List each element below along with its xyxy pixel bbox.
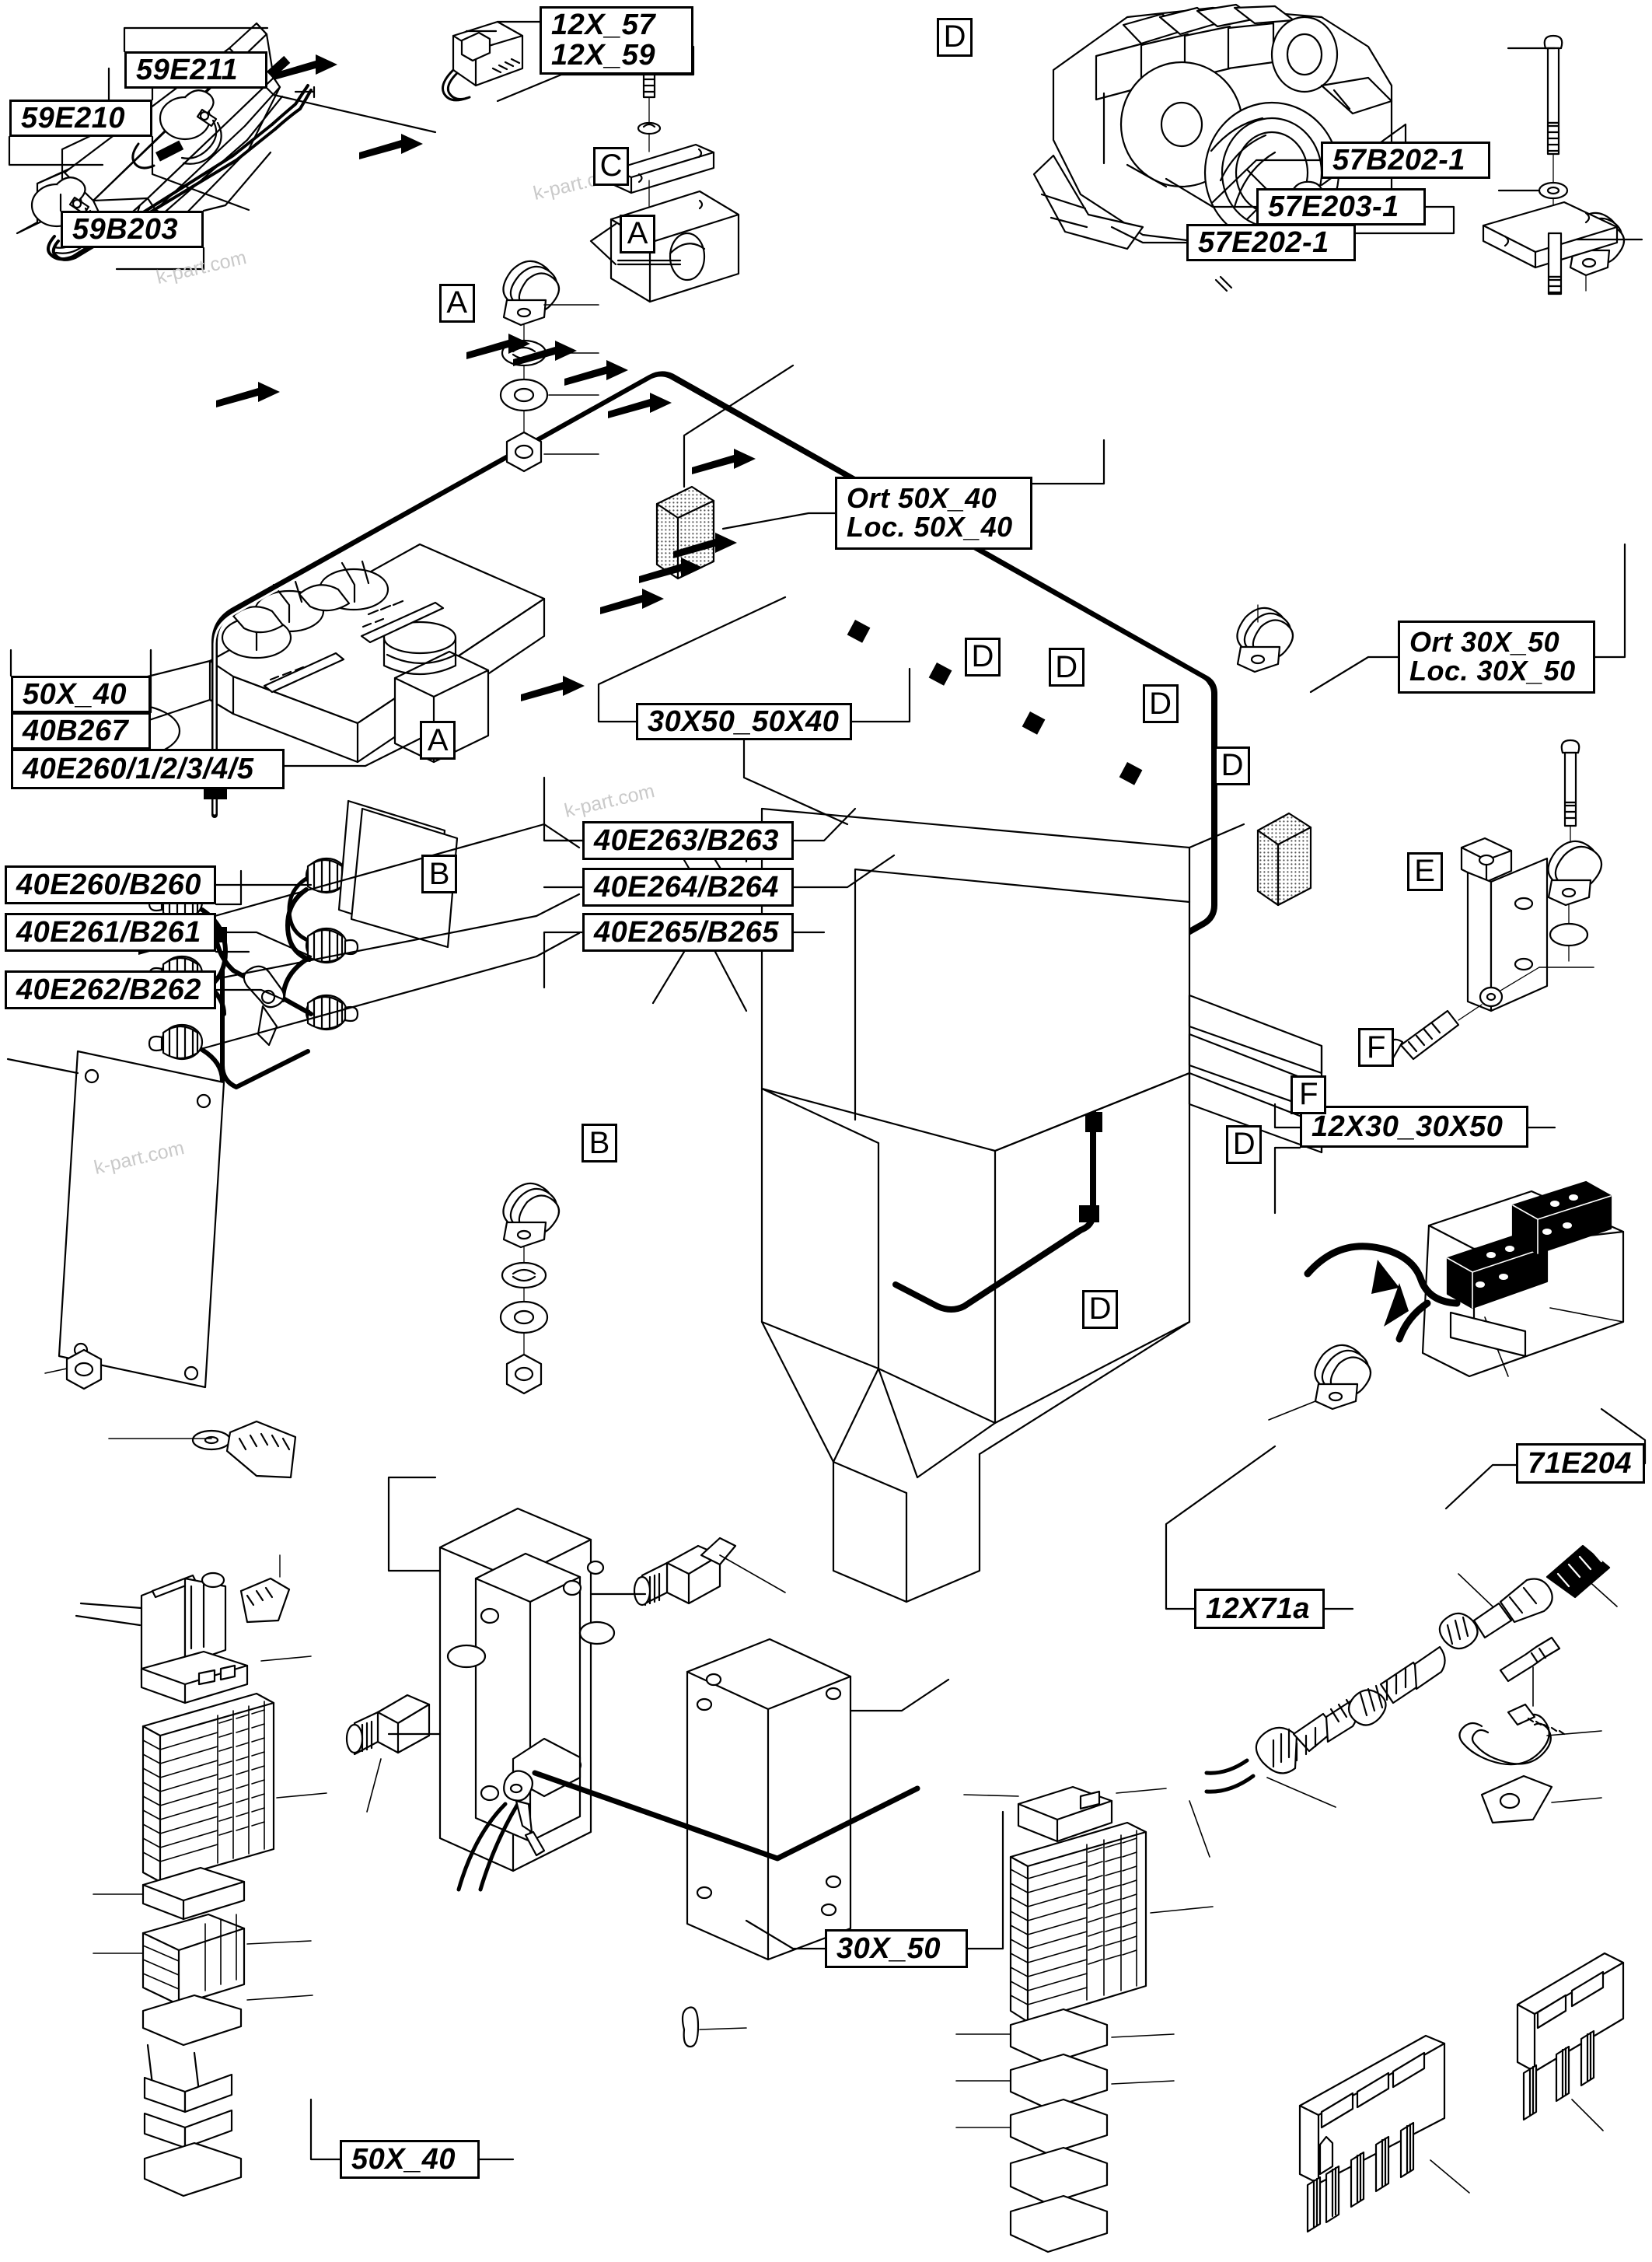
- part-label-text: 40E263/B263: [594, 823, 779, 857]
- part-label-text: 59E211: [136, 53, 239, 86]
- section-marker-d: D: [965, 637, 1001, 677]
- part-label-l-40b267: 40B267: [11, 712, 151, 750]
- leader-lines: [8, 20, 1647, 2161]
- part-label-text: 40E260/1/2/3/4/5: [23, 752, 254, 785]
- part-label-l-40e263: 40E263/B263: [582, 821, 794, 860]
- connector-30x50: [1256, 812, 1312, 907]
- plug-assembly: [1189, 1544, 1618, 1858]
- part-label-text: Ort 50X_40: [847, 482, 997, 515]
- part-label-l-71e204: 71E204: [1516, 1443, 1645, 1484]
- part-label-text: 59B203: [72, 212, 179, 246]
- part-label-text: 40E260/B260: [16, 868, 201, 901]
- relay-blocks: [1268, 1180, 1625, 1421]
- part-label-text: 50X_40: [23, 677, 127, 711]
- connector-40e260: [287, 857, 359, 943]
- cable-gland-left: [345, 1694, 431, 1813]
- section-marker-e: E: [1406, 851, 1443, 891]
- terminal-stack-right: [955, 1785, 1214, 2253]
- part-label-text: 40E262/B262: [16, 973, 201, 1006]
- section-marker-d: D: [1142, 684, 1179, 724]
- part-label-l-40e264: 40E264/B264: [582, 868, 794, 907]
- cable-gland-right: [633, 1537, 786, 1606]
- machine-deck: [75, 543, 546, 764]
- part-label-l-57e202-1: 57E202-1: [1186, 224, 1356, 261]
- part-label-text: 40B267: [23, 714, 129, 747]
- part-label-l-57e203-1: 57E203-1: [1256, 188, 1426, 226]
- part-label-text: 30X50_50X40: [648, 704, 840, 738]
- part-label-l-50x40-top: 50X_40: [11, 676, 151, 713]
- relay-2: [1511, 1180, 1612, 1255]
- part-label-l-30x50-50x40: 30X50_50X40: [636, 703, 852, 740]
- connector-40e262: [305, 994, 359, 1031]
- section-marker-a: A: [438, 283, 475, 323]
- part-label-text: 59E210: [21, 101, 126, 135]
- pin-strip-left: [1298, 2034, 1470, 2233]
- connector-40e261: [305, 927, 359, 964]
- part-label-text: 30X_50: [836, 1932, 941, 1965]
- bolt-clamp-assembly-f: [1482, 34, 1626, 295]
- part-label-l-40e261: 40E261/B261: [5, 913, 216, 952]
- part-label-l-57b202-1: 57B202-1: [1321, 142, 1490, 179]
- part-label-text: 57B202-1: [1332, 143, 1465, 177]
- part-label-text: 40E261/B261: [16, 915, 201, 949]
- small-clip: [681, 2006, 747, 2048]
- clamp-set-a: [499, 260, 599, 473]
- direction-arrows: [138, 54, 756, 955]
- part-label-l-59e211: 59E211: [124, 51, 267, 89]
- section-marker-d: D: [937, 17, 973, 57]
- section-marker-f: F: [1358, 1028, 1395, 1068]
- part-label-text: 12X71a: [1206, 1592, 1311, 1625]
- part-label-l-40e260x: 40E260/1/2/3/4/5: [11, 749, 285, 789]
- section-marker-a: A: [620, 214, 656, 253]
- part-label-text: 71E204: [1528, 1446, 1633, 1480]
- part-label-text: 40E265/B265: [594, 915, 779, 949]
- part-label-l-40e262: 40E262/B262: [5, 970, 216, 1009]
- section-marker-d: D: [1082, 1289, 1119, 1329]
- part-label-l-40e265: 40E265/B265: [582, 913, 794, 952]
- bracket-bolt-e: [1383, 739, 1603, 1062]
- connector-12x5759: [442, 20, 524, 102]
- clamp-set-b: [499, 1182, 561, 1395]
- part-label-l-59b203: 59B203: [61, 211, 204, 248]
- terminal-stack-left: [75, 1554, 327, 2197]
- section-marker-a: A: [420, 721, 456, 760]
- part-label-text: 57E203-1: [1268, 190, 1399, 223]
- part-label-text: Loc. 30X_50: [1409, 655, 1576, 687]
- connector-50x40: [655, 485, 715, 580]
- part-label-l-12x30-30x50: 12X30_30X50: [1300, 1106, 1528, 1148]
- cover-plate: [6, 1050, 297, 1479]
- connector-40e265: [148, 1023, 204, 1061]
- clamp-c-right: [1236, 604, 1294, 673]
- part-label-text: 50X_40: [351, 2142, 456, 2176]
- boom-structure: [745, 807, 1245, 1603]
- section-marker-f: F: [1291, 1075, 1327, 1114]
- junction-box: [345, 1507, 920, 1961]
- part-label-text: 57E202-1: [1198, 226, 1329, 259]
- part-label-text: Ort 30X_50: [1409, 626, 1560, 659]
- section-marker-c: C: [593, 146, 630, 186]
- section-marker-d: D: [1048, 648, 1084, 687]
- part-label-text: Loc. 50X_40: [847, 511, 1013, 543]
- section-marker-d: D: [1214, 746, 1251, 785]
- part-label-text: 12X30_30X50: [1311, 1110, 1504, 1143]
- part-label-text: 12X_59: [551, 39, 656, 72]
- part-label-l-59e210: 59E210: [9, 100, 152, 137]
- pin-strip-right: [1516, 1952, 1625, 2131]
- part-label-text: 12X_57: [551, 9, 656, 42]
- section-marker-b: B: [582, 1124, 617, 1163]
- part-label-l-40e260: 40E260/B260: [5, 865, 216, 904]
- section-marker-b: B: [421, 855, 458, 894]
- section-marker-d: D: [1226, 1124, 1263, 1164]
- lamp-1: [159, 89, 222, 165]
- part-label-l-30x50-bot: 30X_50: [825, 1929, 968, 1968]
- part-label-l-50x40-bot: 50X_40: [340, 2140, 480, 2179]
- part-label-l-12x71a: 12X71a: [1194, 1589, 1325, 1629]
- part-label-text: 40E264/B264: [594, 870, 779, 904]
